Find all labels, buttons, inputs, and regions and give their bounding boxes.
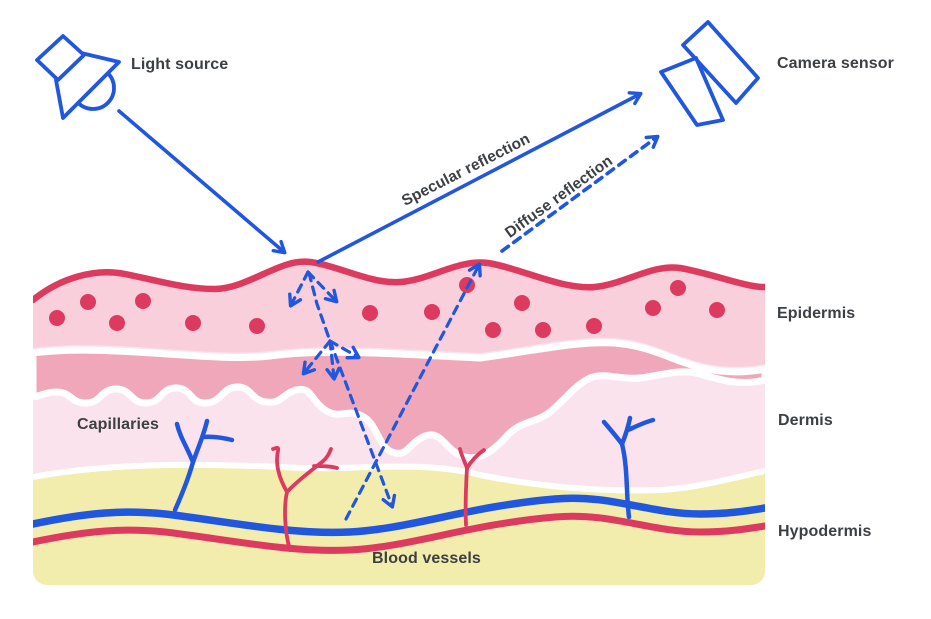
capillary-blue-right [601,415,656,520]
scatter-connector [307,271,332,343]
scatter-ray-to-vessel [328,339,397,509]
specular-reflection-ray [316,91,643,264]
capillary-red-mid [458,447,486,527]
scatter-arrow-deep-left [301,339,332,376]
incident-ray [117,109,287,255]
epidermis-basal-band [33,339,765,462]
capillary-red-left [271,445,339,552]
diffuse-reflection-ray [500,134,660,253]
camera-sensor-icon [659,20,760,127]
scatter-arrow-deep-right [328,339,361,360]
blood-vessel-red [33,512,765,554]
light-source-label: Light source [131,56,229,73]
dermis-hypodermis-boundary [33,461,765,494]
hypodermis-label: Hypodermis [778,523,872,540]
capillaries-label: Capillaries [77,416,160,433]
scatter-arrow-right [306,270,339,304]
camera-sensor-label: Camera sensor [777,55,894,72]
scatter-arrow-left [288,270,310,308]
blood-vessel-blue [33,494,765,537]
skin-surface-line [33,258,765,304]
subsurface-scatter-rays [288,262,482,521]
capillary-blue-left [172,418,235,513]
dermis-label: Dermis [778,412,833,429]
skin-cross-section [33,258,765,585]
epidermis-label: Epidermis [777,305,856,322]
blood-vessels-label: Blood vessels [372,550,481,567]
scatter-ray-exit [344,262,482,521]
spotlight-icon [35,34,121,120]
